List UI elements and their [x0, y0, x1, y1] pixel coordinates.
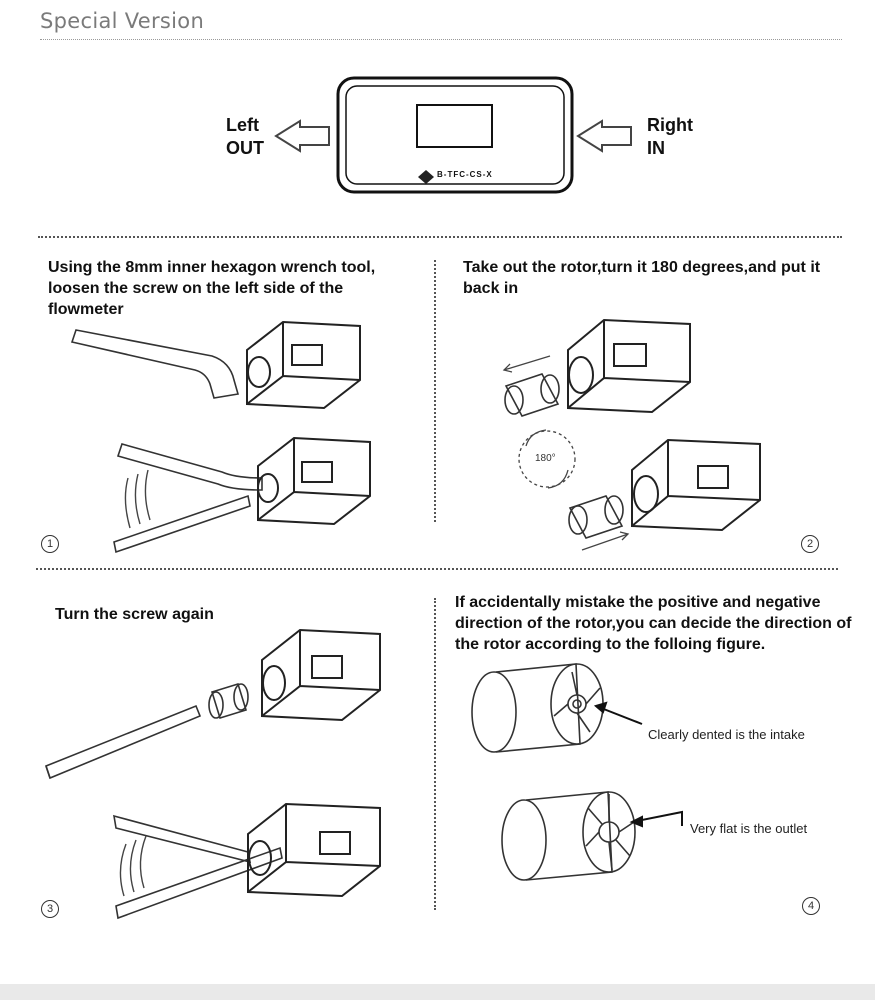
- step-1-number-badge: 1: [41, 535, 59, 553]
- device-brand-text: B-TFC-CS-X: [437, 170, 493, 179]
- outlet-note: Very flat is the outlet: [690, 821, 808, 836]
- step-3-number-badge: 3: [41, 900, 59, 918]
- right-label: Right IN: [647, 114, 693, 160]
- step-1-text: Using the 8mm inner hexagon wrench tool,…: [48, 259, 376, 318]
- rotate-180-icon: [518, 429, 576, 489]
- device-outer-frame: [336, 76, 574, 194]
- intake-pointer-arrow: [593, 701, 643, 725]
- left-label-line1: Left: [226, 115, 259, 135]
- left-label: Left OUT: [226, 114, 264, 160]
- page-title: Special Version: [40, 9, 205, 33]
- right-label-line1: Right: [647, 115, 693, 135]
- left-out-arrow: [274, 119, 330, 153]
- section-divider-top: [38, 236, 842, 238]
- left-label-line2: OUT: [226, 138, 264, 158]
- header-divider: [40, 39, 842, 40]
- section-divider-middle: [36, 568, 838, 570]
- top-flowmeter-diagram: [274, 76, 632, 194]
- rotation-arrows-icon: [119, 835, 147, 897]
- hex-wrench-icon: [70, 329, 240, 399]
- flowmeter-box-icon: [261, 628, 381, 722]
- brand-logo-icon: [418, 170, 434, 184]
- step-2-text: Take out the rotor,turn it 180 degrees,a…: [463, 259, 821, 297]
- right-in-arrow: [576, 119, 632, 153]
- bottom-band: [0, 984, 875, 1000]
- right-label-line2: IN: [647, 138, 665, 158]
- intake-note: Clearly dented is the intake: [648, 727, 805, 742]
- step-4-number-badge: 4: [802, 897, 820, 915]
- flowmeter-box-icon: [246, 320, 361, 410]
- flowmeter-box-icon: [631, 438, 761, 532]
- push-in-arrow-icon: [581, 531, 630, 551]
- rotor-icon: [504, 373, 560, 417]
- column-divider-lower: [434, 598, 436, 910]
- column-divider-upper: [434, 260, 436, 522]
- rotor-outlet-icon: [501, 791, 636, 881]
- flowmeter-box-icon: [247, 802, 381, 898]
- rotation-label: 180°: [535, 453, 556, 464]
- flowmeter-box-icon: [257, 436, 371, 526]
- flowmeter-box-icon: [567, 318, 691, 414]
- rotor-icon: [568, 495, 624, 539]
- screw-plug-icon: [208, 683, 249, 719]
- step-3-text: Turn the screw again: [55, 606, 214, 623]
- device-inner-frame: [345, 85, 565, 185]
- device-screen: [416, 104, 493, 148]
- step-4-text: If accidentally mistake the positive and…: [455, 594, 852, 653]
- pull-out-arrow-icon: [502, 355, 551, 373]
- hex-wrench-icon: [45, 704, 202, 780]
- outlet-pointer-arrow: [629, 810, 683, 828]
- rotation-arrows-icon: [124, 469, 151, 529]
- rotor-intake-icon: [471, 663, 604, 753]
- step-2-number-badge: 2: [801, 535, 819, 553]
